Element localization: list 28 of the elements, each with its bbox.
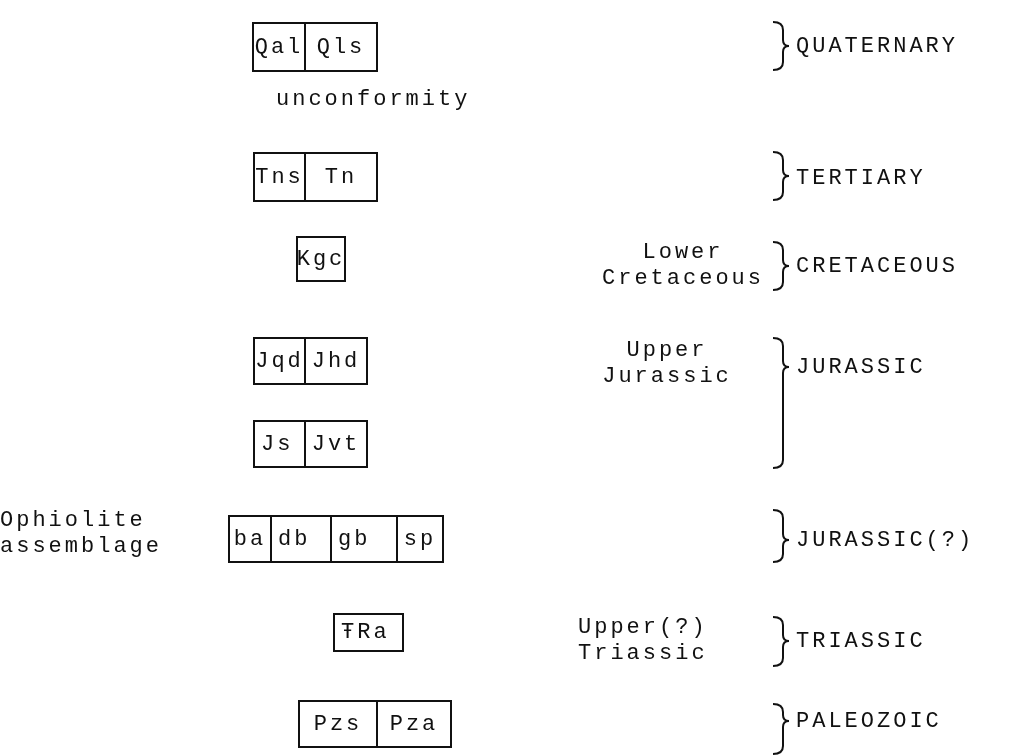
map-unit-box: Tn bbox=[304, 152, 378, 202]
map-unit-box: Js bbox=[253, 420, 306, 468]
map-unit-box: Pzs bbox=[298, 700, 378, 748]
map-unit-box: Pza bbox=[376, 700, 452, 748]
period-name: JURASSIC bbox=[796, 355, 927, 381]
map-unit-box: Kgc bbox=[296, 236, 346, 282]
period-name: JURASSIC(?) bbox=[796, 528, 976, 554]
map-unit-box: db bbox=[270, 515, 332, 563]
period-name: PALEOZOIC bbox=[796, 709, 943, 735]
period-name: TRIASSIC bbox=[796, 629, 927, 655]
map-unit-box: Jhd bbox=[304, 337, 368, 385]
period-name: TERTIARY bbox=[796, 166, 927, 192]
epoch-label: Lower Cretaceous bbox=[601, 240, 765, 292]
epoch-label: Upper(?) Triassic bbox=[578, 615, 709, 667]
assemblage-label: Ophiolite assemblage bbox=[0, 508, 164, 560]
map-unit-box: Tns bbox=[253, 152, 306, 202]
epoch-label: Upper Jurassic bbox=[601, 338, 733, 390]
unconformity-label: unconformity bbox=[276, 87, 472, 113]
map-unit-box: Jqd bbox=[253, 337, 306, 385]
map-unit-box: ŦRa bbox=[333, 613, 404, 652]
map-unit-box: gb bbox=[330, 515, 398, 563]
map-unit-box: sp bbox=[396, 515, 444, 563]
map-unit-box: ba bbox=[228, 515, 272, 563]
period-name: QUATERNARY bbox=[796, 34, 960, 60]
map-unit-box: Jvt bbox=[304, 420, 368, 468]
period-name: CRETACEOUS bbox=[796, 254, 960, 280]
map-unit-box: Qal bbox=[252, 22, 306, 72]
map-unit-box: Qls bbox=[304, 22, 378, 72]
